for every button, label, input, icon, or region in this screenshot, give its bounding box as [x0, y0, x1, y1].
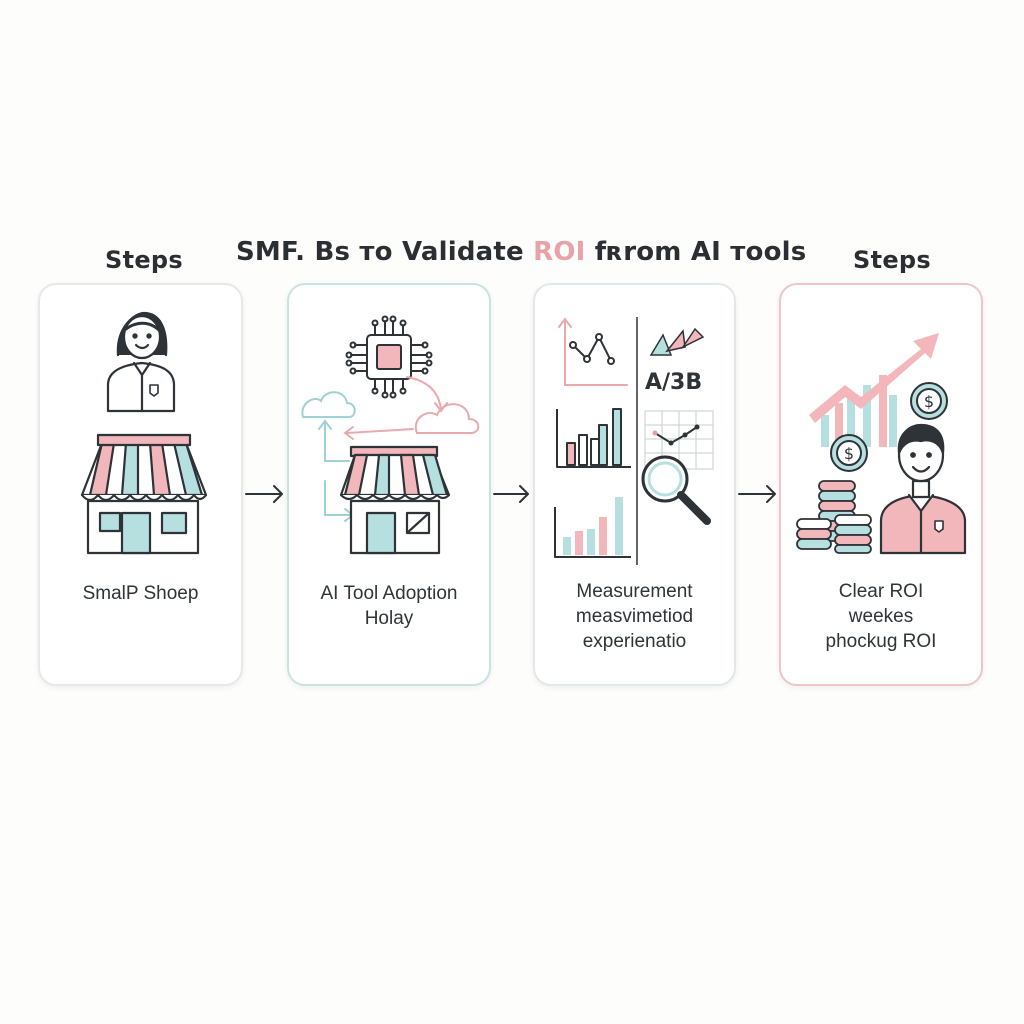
svg-text:$: $	[844, 444, 854, 463]
caption-line: SmalP Shoep	[82, 583, 199, 604]
card-caption: AI Tool Adoption Holay	[289, 581, 489, 631]
cloud-right-icon	[414, 403, 480, 434]
dollar-coin-icon: $ $	[830, 382, 948, 472]
step-card-measurement: A/3B	[533, 283, 736, 686]
steps-label-left: Steps	[105, 246, 183, 274]
ai-chip-icon	[345, 315, 433, 399]
caption-line: Holay	[364, 608, 414, 629]
caption-line: Measurement	[576, 581, 693, 602]
title-text-end: fʀrom AI тools	[585, 237, 807, 267]
diagram-title: SMF. Bs тo Validate ROI fʀrom AI тools	[236, 237, 806, 267]
title-text-start: SMF. Bs тo Validate	[236, 237, 534, 267]
caption-line: phockug ROI	[825, 631, 937, 652]
arrow-right-icon	[245, 485, 283, 503]
step-card-ai-tool-adoption: AI Tool Adoption Holay	[287, 283, 491, 686]
roi-growth-illustration: $ $	[796, 333, 967, 555]
ab-test-icon	[649, 327, 705, 356]
magnifier-icon	[641, 455, 711, 525]
ab-test-label: A/3B	[645, 370, 702, 395]
arrow-right-icon	[738, 485, 776, 503]
trend-arrow-icon	[809, 333, 939, 423]
step-card-clear-roi: $ $	[779, 283, 983, 686]
businessman-icon	[879, 423, 967, 555]
title-text-accent: ROI	[533, 237, 586, 267]
caption-line: measvimetiod	[575, 606, 694, 627]
caption-line: weekes	[848, 606, 914, 627]
caption-line: AI Tool Adoption	[320, 583, 458, 604]
bar-chart-small-icon	[554, 497, 631, 558]
storefront-icon	[339, 445, 451, 555]
shopkeeper-and-store-illustration	[80, 311, 208, 555]
caption-line: Clear ROI	[838, 581, 924, 602]
line-chart-icon	[558, 317, 628, 386]
sync-arrows-icon	[318, 376, 448, 522]
measurement-illustration: A/3B	[554, 317, 714, 565]
card-caption: Clear ROI weekes phockug ROI	[781, 579, 981, 654]
card-caption: Measurement measvimetiod experienatio	[535, 579, 734, 654]
ai-adoption-illustration	[301, 315, 480, 555]
storefront-icon	[80, 433, 208, 555]
growth-bars-icon	[821, 375, 897, 447]
svg-text:$: $	[924, 392, 934, 411]
shopkeeper-icon	[106, 311, 176, 413]
arrow-right-icon	[493, 485, 529, 503]
coin-stacks-icon	[796, 480, 872, 554]
step-card-small-shop: SmalP Shoep	[38, 283, 243, 686]
steps-label-right: Steps	[853, 246, 931, 274]
cloud-left-icon	[301, 391, 356, 418]
card-caption: SmalP Shoep	[40, 581, 241, 606]
caption-line: experienatio	[582, 631, 687, 652]
bar-chart-icon	[556, 408, 631, 468]
